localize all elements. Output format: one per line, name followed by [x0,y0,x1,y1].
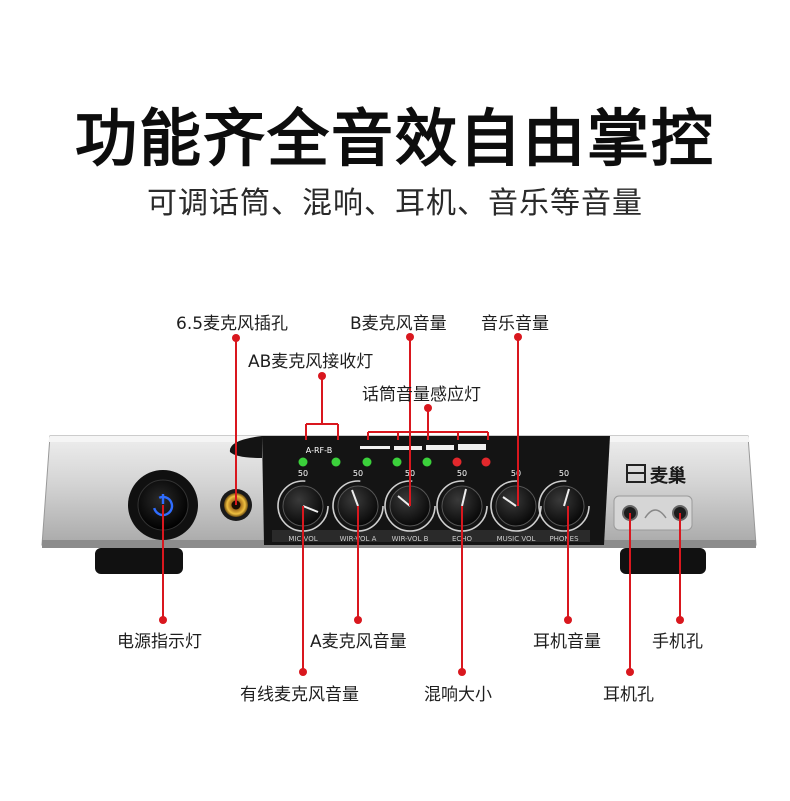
meter-bar-3 [426,445,454,450]
callout-jack-65: 6.5麦克风插孔 [176,314,289,334]
label-phones: PHONES [549,535,579,543]
subline: 可调话筒、混响、耳机、音乐等音量 [147,186,643,221]
line-rf-leds [305,376,339,440]
led-sense-2 [392,457,402,467]
knob-indicator-4 [461,488,467,507]
led-sense-1 [362,457,372,467]
label-wir-vol-b: WIR-VOL B [392,535,429,543]
dot-phones-volume [564,616,572,624]
line-sense-leds [367,408,489,440]
panel-bottom-band [272,530,590,542]
knob-scale-1: 50 [298,469,308,478]
callout-phones-volume: 耳机音量 [533,632,601,652]
dot-mic-a-volume [354,616,362,624]
callout-sense-leds: 话筒音量感应灯 [362,385,481,405]
dot-mic-b-volume [406,333,414,341]
dot-rf-leds [318,372,326,380]
headphone-symbol-icon [644,509,667,519]
led-sense-3 [422,457,432,467]
jack-plate [613,495,693,531]
brand-logo: 麦巢 [650,465,686,487]
callout-mic-a-volume: A麦克风音量 [310,632,407,652]
callout-wired-mic: 有线麦克风音量 [240,685,359,705]
power-icon [152,495,174,517]
led-rf-a [298,457,308,467]
callout-mic-b-volume: B麦克风音量 [350,314,447,334]
label-music-vol: MUSIC VOL [497,535,536,543]
knob-indicator-5 [502,496,517,507]
dot-music-volume [514,333,522,341]
knob-indicator-1 [302,505,319,513]
led-sense-4 [452,457,462,467]
knob-indicator-2 [351,489,359,507]
dot-sense-leds [424,404,432,412]
knob-indicator-3 [397,495,411,507]
knob-ring-5 [490,480,542,532]
knob-scale-6: 50 [559,469,569,478]
dot-echo [458,668,466,676]
knob-indicator-6 [563,488,570,507]
dot-phone-jack [676,616,684,624]
knob-scale-5: 50 [511,469,521,478]
led-sense-5 [481,457,491,467]
callout-rf-leds: AB麦克风接收灯 [248,352,374,372]
dot-headphone-jack [626,668,634,676]
callout-power-led: 电源指示灯 [117,632,202,652]
led-rf-b [331,457,341,467]
dot-wired-mic [299,668,307,676]
knob-scale-2: 50 [353,469,363,478]
callout-echo: 混响大小 [424,685,492,705]
dot-jack-65 [232,334,240,342]
knob-ring-6 [538,480,590,532]
meter-bar-2 [394,446,422,450]
foot-right [620,548,706,574]
knob-scale-4: 50 [457,469,467,478]
rf-label: A-RF-B [306,446,332,455]
panel-left-curve [229,436,262,458]
callout-music-volume: 音乐音量 [481,314,549,334]
meter-bar-1 [360,446,390,449]
callout-phone-jack: 手机孔 [652,632,703,652]
headline: 功能齐全音效自由掌控 [74,102,715,175]
foot-left [95,548,183,574]
callout-headphone-jack: 耳机孔 [603,685,654,705]
meter-bar-4 [458,444,486,450]
dot-power-led [159,616,167,624]
